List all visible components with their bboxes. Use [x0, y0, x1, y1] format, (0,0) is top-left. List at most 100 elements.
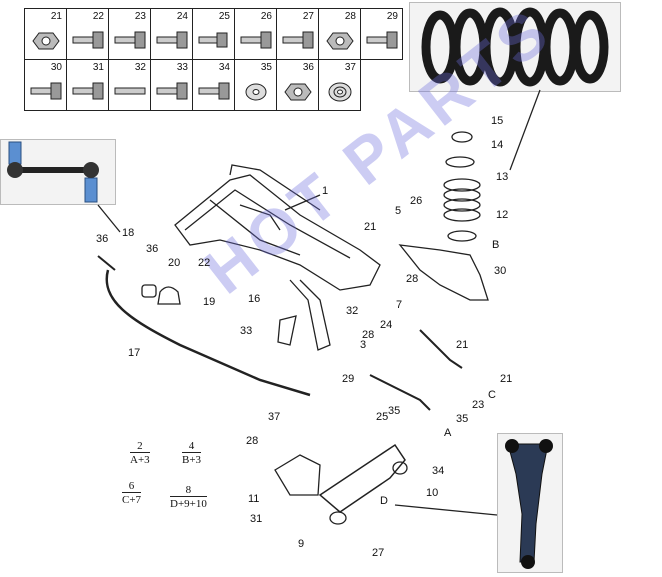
fastener-cell: 30	[24, 59, 67, 111]
callout-31: 31	[250, 513, 263, 525]
stabilizer-link	[97, 255, 116, 271]
callout-30: 30	[494, 265, 507, 277]
fastener-cell: 35	[234, 59, 277, 111]
kit-parts: B+3	[182, 452, 202, 466]
callout-14: 14	[491, 139, 504, 151]
kit-number: 2	[137, 440, 143, 452]
fastener-number: 30	[50, 62, 62, 73]
fastener-number: 26	[260, 11, 272, 22]
fastener-cell: 21	[24, 8, 67, 60]
callout-26: 26	[410, 195, 423, 207]
callout-36a: 36	[96, 233, 109, 245]
stabilizer-link-photo	[0, 139, 116, 205]
kit-number: 8	[185, 484, 192, 496]
coil-spring	[443, 131, 481, 242]
coil-spring-photo	[409, 2, 621, 92]
fastener-row-2: 30 31 32 33 34 35 36 37	[24, 59, 403, 111]
kit-number: 6	[128, 480, 135, 492]
callout-28a: 28	[406, 273, 419, 285]
fastener-number: 21	[50, 11, 62, 22]
fastener-cell: 25	[192, 8, 235, 60]
fastener-cell: 31	[66, 59, 109, 111]
stud-icon	[114, 87, 146, 95]
callout-22: 22	[198, 257, 211, 269]
fastener-cell: 32	[108, 59, 151, 111]
fastener-number: 22	[92, 11, 104, 22]
fastener-number: 33	[176, 62, 188, 73]
kit-number: 4	[188, 440, 195, 452]
bolt-icon	[30, 82, 62, 100]
fastener-number: 35	[260, 62, 272, 73]
upper-arm	[398, 244, 489, 301]
callout-10: 10	[426, 487, 439, 499]
fastener-number: 28	[344, 11, 356, 22]
callout-28b: 28	[362, 329, 375, 341]
callout-23: 23	[472, 399, 485, 411]
fastener-grid: 21 22 23 24 25 26 27 28 29 30 31 32 33 3…	[24, 8, 403, 111]
stabilizer-bushing	[141, 284, 157, 298]
bushing-9	[329, 511, 347, 525]
bolt-icon	[198, 32, 228, 48]
hub-bracket	[274, 454, 321, 496]
lower-control-arm-photo	[497, 433, 563, 573]
fastener-cell: 26	[234, 8, 277, 60]
fastener-cell: 36	[276, 59, 319, 111]
bolt-icon	[198, 82, 230, 100]
callout-18: 18	[122, 227, 135, 239]
fastener-number: 29	[386, 11, 398, 22]
callout-25: 25	[376, 411, 389, 423]
callout-21a: 21	[364, 221, 377, 233]
fastener-number: 23	[134, 11, 146, 22]
callout-3: 3	[360, 339, 367, 351]
washer-icon	[328, 82, 352, 102]
control-arm-icon	[505, 439, 553, 569]
fastener-row-1: 21 22 23 24 25 26 27 28 29	[24, 8, 403, 60]
knuckle-bracket	[277, 315, 297, 346]
kit-2: 2 A+3	[130, 440, 150, 466]
callout-16: 16	[248, 293, 261, 305]
bolt-icon	[72, 31, 104, 49]
fastener-number: 32	[134, 62, 146, 73]
fastener-cell: 28	[318, 8, 361, 60]
bolt-icon	[240, 31, 272, 49]
fastener-number: 34	[218, 62, 230, 73]
callout-37: 37	[268, 411, 281, 423]
callout-17: 17	[128, 347, 141, 359]
bushing-bracket	[157, 286, 181, 305]
fastener-number: 37	[344, 62, 356, 73]
callout-21c: 21	[500, 373, 513, 385]
fastener-cell: 33	[150, 59, 193, 111]
fastener-number: 36	[302, 62, 314, 73]
callout-20: 20	[168, 257, 181, 269]
fastener-cell: 23	[108, 8, 151, 60]
callout-7: 7	[396, 299, 403, 311]
callout-C: C	[488, 389, 496, 401]
callout-13: 13	[496, 171, 509, 183]
link-arm-a	[369, 374, 431, 411]
callout-11: 11	[248, 493, 260, 505]
flange-nut-icon	[326, 32, 354, 50]
callout-35b: 35	[456, 413, 469, 425]
fastener-cell: 27	[276, 8, 319, 60]
callout-32: 32	[346, 305, 359, 317]
kit-4: 4 B+3	[182, 440, 202, 466]
bolt-icon	[366, 31, 398, 49]
kit-parts: C+7	[122, 492, 142, 506]
bolt-icon	[156, 82, 188, 100]
fastener-cell: 24	[150, 8, 193, 60]
callout-34: 34	[432, 465, 445, 477]
fastener-cell: 29	[360, 8, 403, 60]
kit-parts: D+9+10	[170, 496, 207, 510]
fastener-number: 24	[176, 11, 188, 22]
callout-D: D	[380, 495, 388, 507]
bolt-icon	[282, 31, 314, 49]
callout-1: 1	[322, 185, 329, 197]
coil-spring-icon	[421, 7, 609, 87]
link-arm-c	[419, 329, 463, 369]
kit-6: 6 C+7	[122, 480, 142, 506]
fastener-number: 31	[92, 62, 104, 73]
callout-29: 29	[342, 373, 355, 385]
callout-27: 27	[372, 547, 385, 559]
kit-8: 8 D+9+10	[170, 484, 207, 510]
